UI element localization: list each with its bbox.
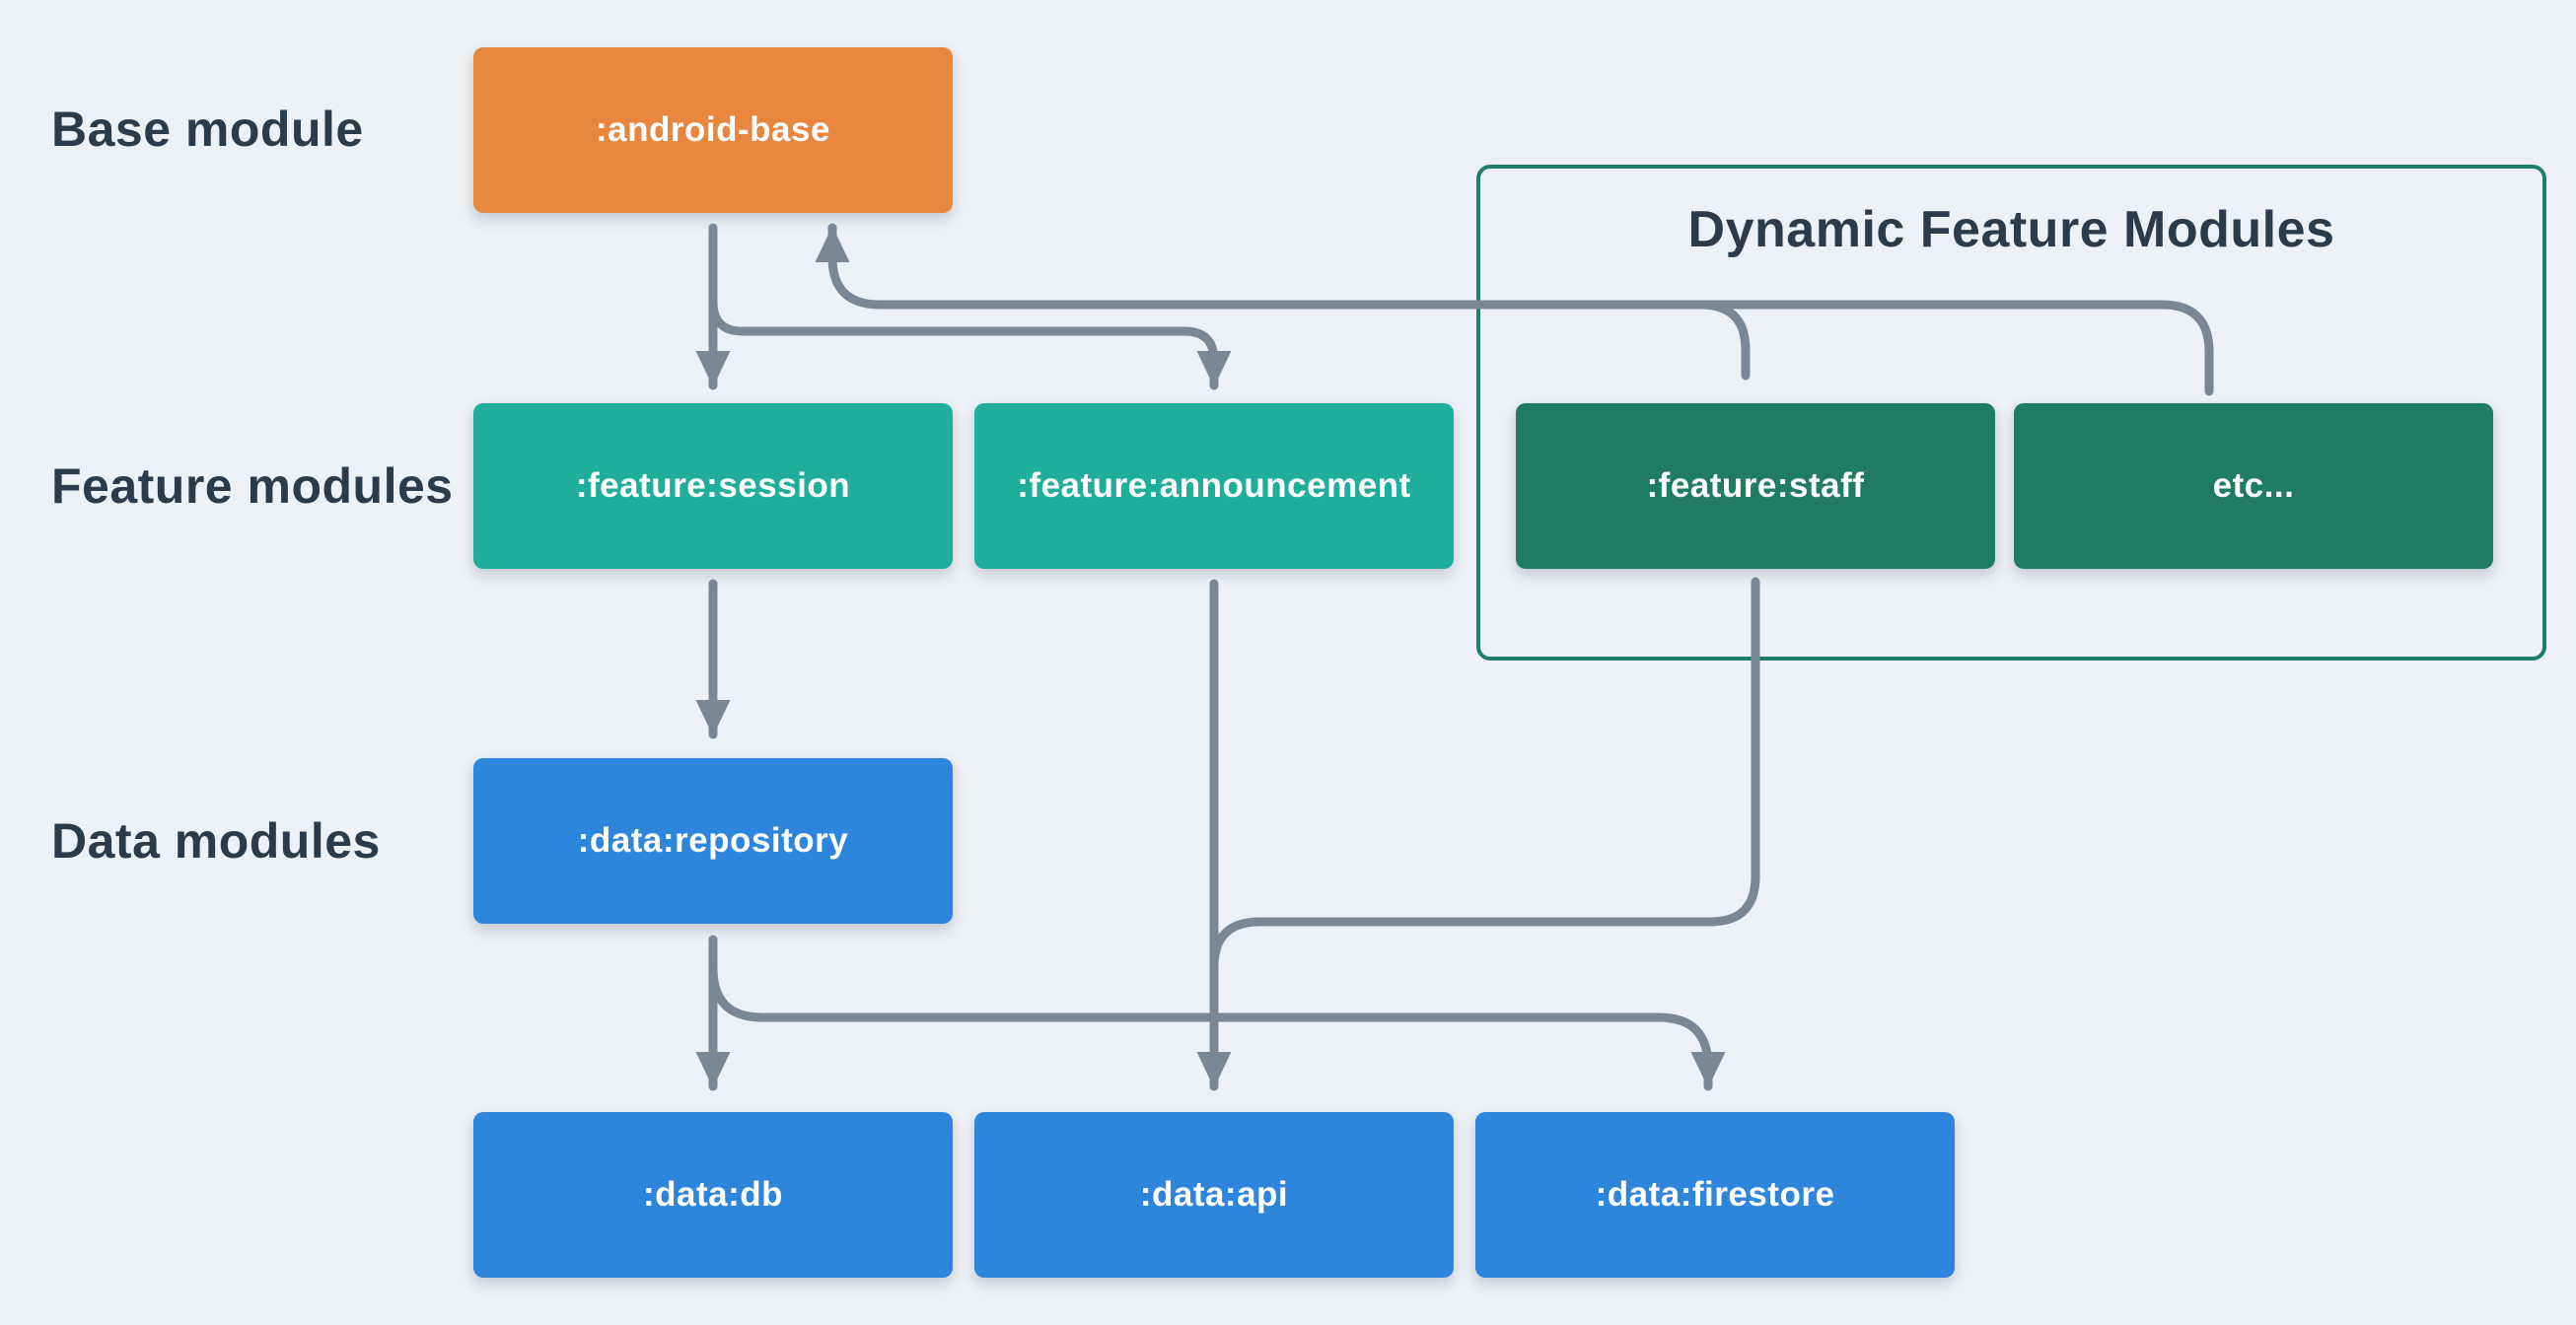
row-label-base-module: Base module (51, 102, 364, 157)
dynamic-feature-modules-title: Dynamic Feature Modules (1687, 201, 2335, 258)
node-data-db: :data:db (473, 1112, 953, 1278)
edge-base-to-announcement (708, 297, 1232, 390)
row-label-feature-modules: Feature modules (51, 458, 454, 514)
node-data-repository: :data:repository (473, 758, 953, 924)
node-feature-staff: :feature:staff (1516, 403, 1995, 569)
node-etc: etc... (2014, 403, 2493, 569)
node-feature-announcement: :feature:announcement (974, 403, 1454, 569)
node-data-api: :data:api (974, 1112, 1454, 1278)
node-android-base: :android-base (473, 47, 953, 213)
node-data-firestore: :data:firestore (1475, 1112, 1955, 1278)
node-feature-session: :feature:session (473, 403, 953, 569)
row-label-data-modules: Data modules (51, 813, 381, 869)
edge-repository-to-firestore (708, 963, 1726, 1091)
